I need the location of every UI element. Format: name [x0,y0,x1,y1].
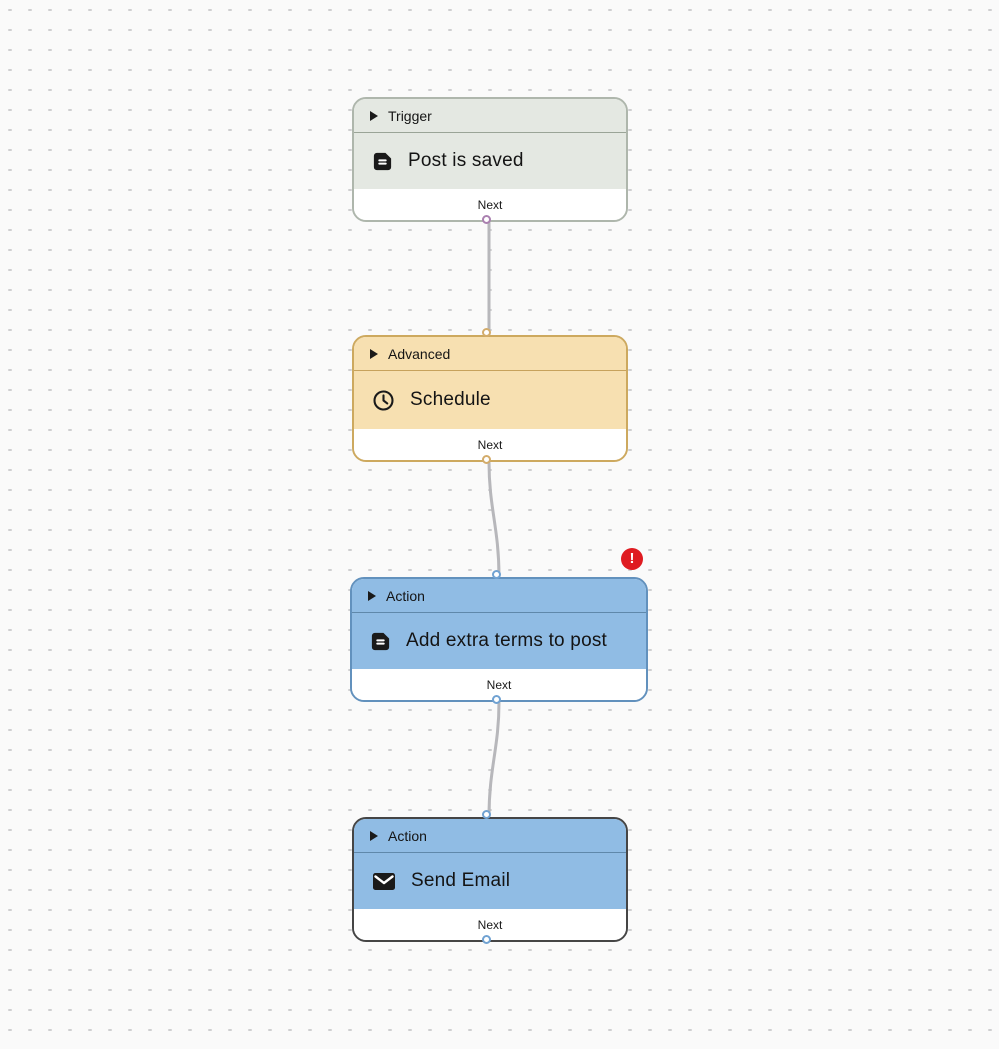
node-header[interactable]: Action [354,819,626,853]
edge-action1-to-action2[interactable] [487,700,501,819]
node-header[interactable]: Action [352,579,646,613]
edge-advanced-to-action1[interactable] [487,460,501,579]
email-icon [372,872,396,891]
node-title: Schedule [410,389,491,410]
error-badge[interactable]: ! [621,548,643,570]
node-action-send-email[interactable]: Action Send Email Next [352,817,628,942]
port-trigger-out[interactable] [482,215,491,224]
node-trigger[interactable]: Trigger Post is saved Next [352,97,628,222]
node-header[interactable]: Trigger [354,99,626,133]
node-footer-next: Next [354,429,626,460]
node-action-add-terms[interactable]: Action Add extra terms to post Next [350,577,648,702]
port-advanced-in[interactable] [482,328,491,337]
node-body[interactable]: Schedule [354,371,626,429]
port-advanced-out[interactable] [482,455,491,464]
collapse-triangle-icon[interactable] [370,830,378,841]
node-advanced[interactable]: Advanced Schedule Next [352,335,628,462]
collapse-triangle-icon[interactable] [368,590,376,601]
node-footer-next: Next [354,189,626,220]
collapse-triangle-icon[interactable] [370,348,378,359]
note-icon [372,151,393,172]
port-action2-in[interactable] [482,810,491,819]
port-action2-out[interactable] [482,935,491,944]
node-footer-next: Next [354,909,626,940]
collapse-triangle-icon[interactable] [370,110,378,121]
node-title: Send Email [411,870,511,891]
note-icon [370,631,391,652]
node-body[interactable]: Post is saved [354,133,626,189]
node-footer-next: Next [352,669,646,700]
node-header[interactable]: Advanced [354,337,626,371]
node-title: Add extra terms to post [406,630,608,651]
node-body[interactable]: Send Email [354,853,626,909]
node-body[interactable]: Add extra terms to post [352,613,646,669]
port-action1-in[interactable] [492,570,501,579]
clock-icon [372,389,395,412]
node-category-label: Action [386,587,425,604]
port-action1-out[interactable] [492,695,501,704]
node-category-label: Advanced [388,345,451,362]
node-category-label: Action [388,827,427,844]
node-title: Post is saved [408,150,524,171]
node-category-label: Trigger [388,107,432,124]
